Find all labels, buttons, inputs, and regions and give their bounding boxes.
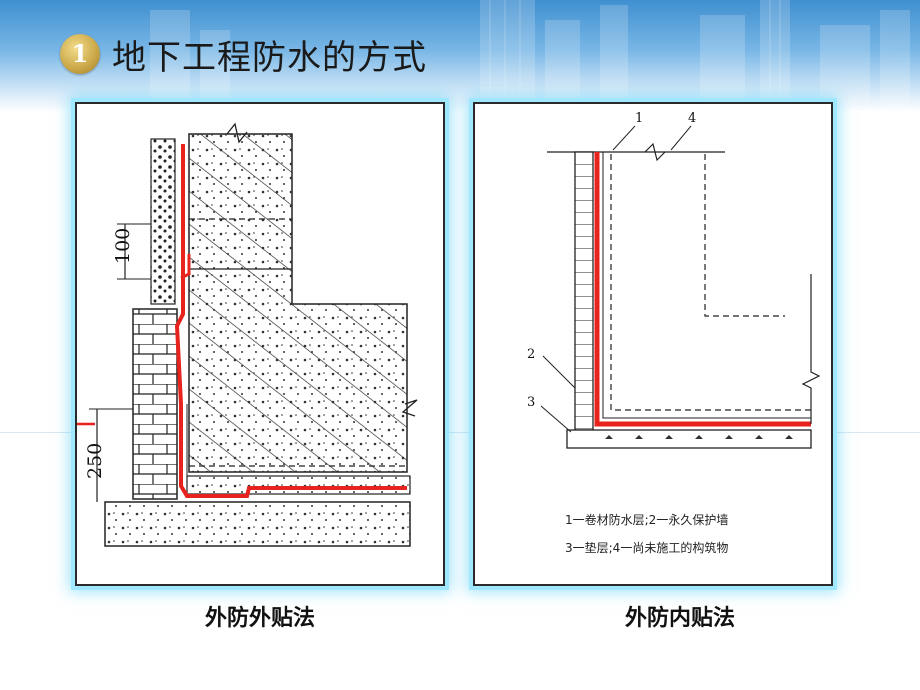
background-stripe — [0, 432, 920, 433]
section-number-badge: 1 — [60, 34, 100, 74]
right-caption: 外防内贴法 — [624, 606, 735, 631]
label-1: 1 — [635, 111, 643, 126]
internal-waterproofing-diagram: 1 4 2 3 1一卷材防水层;2一永久保护墙 3一垫层;4一尚未施工的构筑物 — [473, 102, 833, 586]
protection-layer — [150, 138, 176, 305]
legend-line-1: 1一卷材防水层;2一永久保护墙 — [565, 512, 728, 527]
label-2: 2 — [527, 347, 535, 362]
section-drawing-right: 1 4 2 3 1一卷材防水层;2一永久保护墙 3一垫层;4一尚未施工的构筑物 — [527, 111, 821, 555]
dimension-100-label: 100 — [112, 228, 134, 264]
city-skyline-graphic — [150, 0, 910, 112]
base-slab — [104, 501, 411, 547]
external-waterproofing-diagram: 100 250 — [75, 102, 445, 586]
label-4: 4 — [688, 111, 696, 126]
bottom-screed — [186, 475, 411, 495]
cushion-layer — [566, 429, 812, 449]
coiled-membrane — [594, 152, 811, 427]
slide-title: 地下工程防水的方式 — [112, 38, 427, 78]
left-caption: 外防外贴法 — [204, 606, 315, 631]
section-drawing-left: 100 250 — [77, 122, 418, 547]
label-3: 3 — [527, 395, 535, 410]
unbuilt-structure — [610, 154, 811, 411]
waterproof-membrane — [174, 144, 407, 498]
dimension-250-label: 250 — [84, 443, 106, 479]
legend-line-2: 3一垫层;4一尚未施工的构筑物 — [565, 540, 728, 555]
permanent-protection-wall — [574, 151, 594, 431]
header-banner — [0, 0, 920, 112]
protective-brick-wall — [132, 308, 178, 500]
